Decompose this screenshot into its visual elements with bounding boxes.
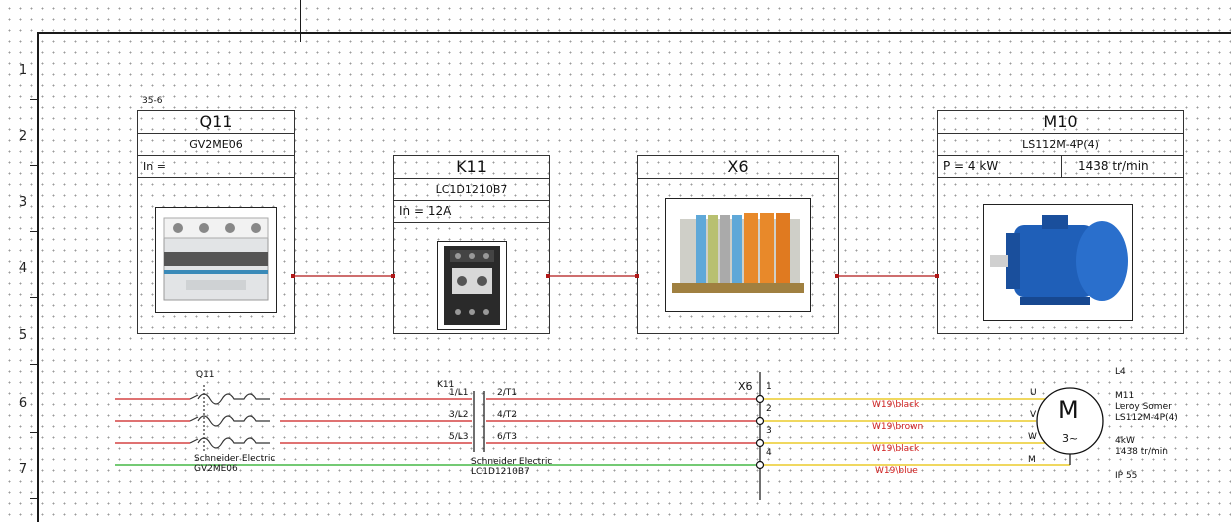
device-power: P = 4 kW	[938, 156, 1183, 178]
contactor-image	[437, 241, 507, 330]
row-number: 1	[18, 63, 28, 78]
motor-image	[983, 204, 1133, 321]
q11-model: GV2ME06	[194, 464, 238, 474]
device-k11[interactable]: K11 LC1D1210B7 In = 12A	[393, 155, 550, 334]
wire-label: W19\brown	[872, 422, 924, 432]
motor-maker: Leroy Somer	[1115, 402, 1172, 412]
wire-label: W19\black	[872, 400, 920, 410]
motor-speed-label: 1438 tr/min	[1115, 447, 1168, 457]
k11-terminal-in: 5/L3	[449, 432, 469, 442]
column-divider	[300, 0, 301, 42]
motor-terminal: M	[1028, 455, 1036, 465]
device-x6[interactable]: X6	[637, 155, 839, 334]
k11-model: LC1D1210B7	[471, 467, 530, 477]
phase-lines	[115, 372, 1071, 500]
circuit-breaker-image	[155, 207, 277, 313]
motor-speed: 1438 tr/min	[1078, 159, 1149, 173]
x6-terminal: 1	[766, 382, 772, 392]
x6-label: X6	[738, 380, 753, 393]
k11-terminal-out: 6/T3	[497, 432, 517, 442]
device-q11[interactable]: Q11 GV2ME06 In =	[137, 110, 295, 334]
row-number: 2	[18, 129, 28, 144]
device-links	[291, 274, 939, 278]
motor-power: P = 4 kW	[943, 159, 999, 173]
row-number: 4	[18, 261, 28, 276]
x6-terminal: 2	[766, 404, 772, 414]
device-title: M10	[938, 111, 1183, 134]
motor-symbol-phase: 3~	[1062, 432, 1079, 445]
motor-ip: IP 55	[1115, 471, 1138, 481]
row-divider	[30, 165, 37, 166]
terminal-block-image	[665, 198, 811, 312]
row-number: 3	[18, 195, 28, 210]
x6-terminal: 4	[766, 448, 772, 458]
x6-terminal: 3	[766, 426, 772, 436]
sheet-border-top	[37, 32, 1231, 34]
q11-sheet-ref: 35-6	[142, 96, 163, 106]
sheet-border-left	[37, 32, 39, 522]
row-number: 5	[18, 328, 28, 343]
row-divider	[30, 364, 37, 365]
k11-terminal-in: 1/L1	[449, 388, 469, 398]
k11-terminal-in: 3/L2	[449, 410, 469, 420]
device-current: In = 12A	[394, 201, 549, 223]
device-model: LC1D1210B7	[394, 179, 549, 201]
motor-symbol-letter: M	[1058, 396, 1079, 424]
device-title: K11	[394, 156, 549, 179]
device-m10[interactable]: M10 LS112M-4P(4) P = 4 kW 1438 tr/min	[937, 110, 1184, 334]
motor-terminal: W	[1028, 432, 1037, 442]
k11-terminal-out: 4/T2	[497, 410, 517, 420]
row-divider	[30, 99, 37, 100]
row-divider	[30, 297, 37, 298]
device-model: GV2ME06	[138, 134, 294, 156]
row-divider	[30, 432, 37, 433]
motor-model: LS112M-4P(4)	[1115, 413, 1178, 423]
motor-terminal: U	[1030, 388, 1037, 398]
row-number: 6	[18, 396, 28, 411]
row-divider	[30, 498, 37, 499]
q11-label: Q11	[196, 370, 215, 380]
device-title: Q11	[138, 111, 294, 134]
motor-location: L4	[1115, 367, 1126, 377]
k11-label: K11	[437, 380, 455, 390]
k11-maker: Schneider Electric	[471, 457, 553, 467]
device-current: In =	[138, 156, 294, 178]
k11-terminal-out: 2/T1	[497, 388, 517, 398]
wire-label: W19\blue	[875, 466, 918, 476]
row-number: 7	[18, 462, 28, 477]
device-model: LS112M-4P(4)	[938, 134, 1183, 156]
wire-label: W19\black	[872, 444, 920, 454]
motor-tag: M11	[1115, 391, 1135, 401]
motor-power-label: 4kW	[1115, 436, 1135, 446]
motor-terminal: V	[1030, 410, 1037, 420]
q11-maker: Schneider Electric	[194, 454, 276, 464]
cell-divider	[1061, 156, 1062, 177]
row-divider	[30, 231, 37, 232]
device-title: X6	[638, 156, 838, 179]
